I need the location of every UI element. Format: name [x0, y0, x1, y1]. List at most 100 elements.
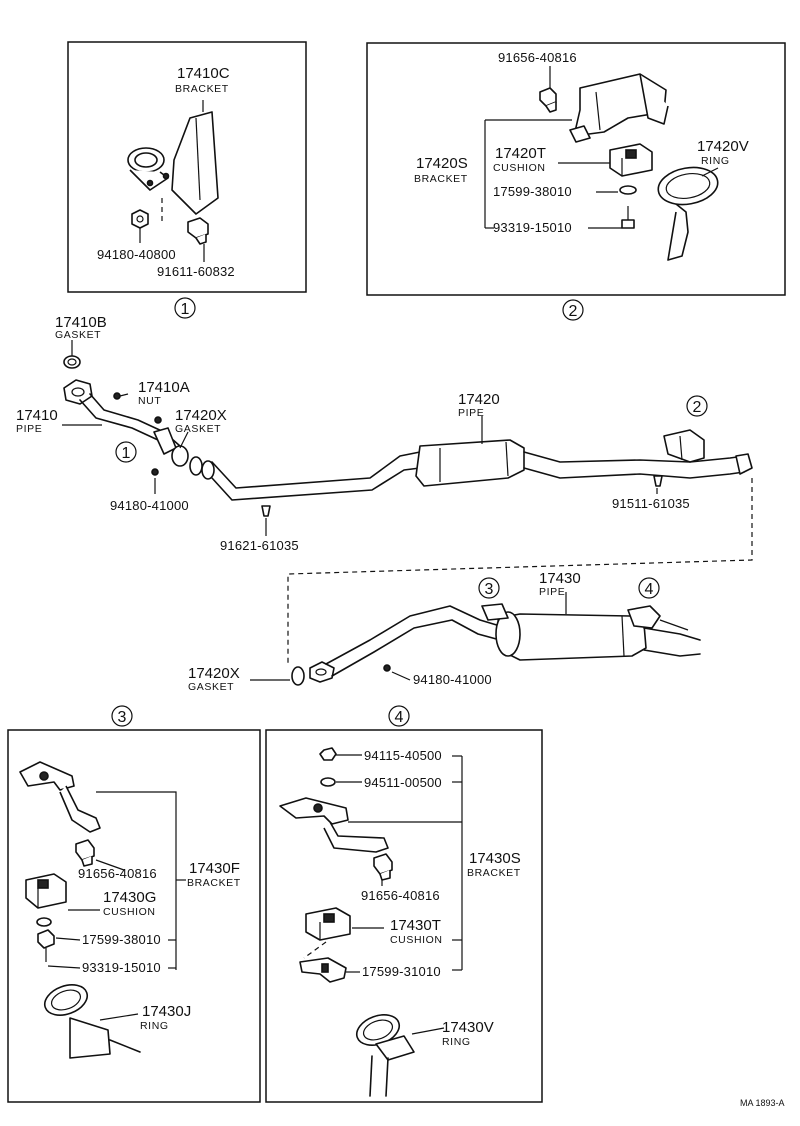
pn-91656-40816-inset3: 91656-40816 [78, 866, 157, 881]
cushion-17430t-drawing [305, 907, 351, 941]
cushion-17430g-drawing [25, 873, 67, 909]
ring-17430j-drawing [43, 984, 141, 1059]
pn-94115-40500: 94115-40500 [364, 748, 442, 763]
pn-94180-41000: 94180-41000 [110, 498, 189, 513]
callout-3-main-label: 3 [485, 581, 494, 598]
callout-2-top: 2 [562, 299, 584, 321]
label-gasket: GASKET [188, 681, 234, 693]
clamp-17599-31010-drawing [299, 957, 347, 983]
label-ring: RING [442, 1036, 471, 1048]
cushion-17420t-drawing [609, 143, 653, 177]
ring-17420v-drawing [657, 166, 719, 261]
callout-1-main: 1 [115, 441, 137, 463]
gasket-17420x-drawing [189, 456, 203, 476]
pn-91611-60832: 91611-60832 [157, 264, 235, 279]
label-pipe: PIPE [16, 423, 42, 435]
pn-17599-38010: 17599-38010 [493, 184, 572, 199]
reference-code: MA 1893-A [740, 1098, 785, 1108]
label-ring: RING [140, 1020, 169, 1032]
pn-17430f: 17430F [189, 860, 240, 877]
pn-94180-40800: 94180-40800 [97, 247, 176, 262]
label-cushion: CUSHION [493, 162, 546, 174]
bracket-17410c-drawing [127, 111, 219, 215]
nut-94115-40500-drawing [319, 747, 337, 761]
gasket-17410b-drawing [63, 355, 81, 369]
pn-17430v: 17430V [442, 1019, 494, 1036]
label-bracket: BRACKET [187, 877, 241, 889]
pn-17430: 17430 [539, 570, 581, 587]
label-cushion: CUSHION [390, 934, 443, 946]
label-nut: NUT [138, 395, 161, 407]
callout-2-main: 2 [686, 395, 708, 417]
gasket-17420x-rear-drawing [291, 666, 305, 686]
label-bracket: BRACKET [467, 867, 521, 879]
pipe-17410-drawing [63, 379, 189, 467]
callout-4-main-label: 4 [645, 581, 654, 598]
pn-17420x-rear: 17420X [188, 665, 240, 682]
pn-17430t: 17430T [390, 917, 441, 934]
nut-94180-40800-drawing [131, 209, 149, 229]
pn-94180-41000-rear: 94180-41000 [413, 672, 492, 687]
callout-3-inset: 3 [111, 705, 133, 727]
label-gasket: GASKET [175, 423, 221, 435]
callout-2-label: 2 [569, 303, 578, 320]
pn-17599-31010: 17599-31010 [362, 964, 441, 979]
bracket-17430f-drawing [19, 761, 101, 833]
bolt-91611-60832-drawing [187, 217, 209, 245]
label-gasket: GASKET [55, 329, 101, 341]
callout-3-inset-label: 3 [118, 709, 127, 726]
main-assembly: 1 2 17410B GASKET 17410A NUT 17410 PIPE … [16, 314, 753, 693]
connection-dashed-line [287, 478, 753, 664]
pn-91656-40816-inset4: 91656-40816 [361, 888, 440, 903]
pn-17420v: 17420V [697, 138, 749, 155]
pipe-17420-drawing [201, 429, 753, 501]
pn-17410c: 17410C [177, 65, 230, 82]
pn-91621-61035: 91621-61035 [220, 538, 299, 553]
pn-17599-38010-inset3: 17599-38010 [82, 932, 161, 947]
inset-4: 94115-40500 94511-00500 91656-40816 1743… [265, 729, 543, 1103]
callout-4-main: 4 [638, 577, 660, 599]
callout-1-label: 1 [181, 301, 190, 318]
pn-91511-61035: 91511-61035 [612, 496, 690, 511]
pn-91656-40816: 91656-40816 [498, 50, 577, 65]
callout-4-inset: 4 [388, 705, 410, 727]
bolt-91656-40816-drawing [539, 87, 557, 113]
callout-1-main-label: 1 [122, 445, 131, 462]
washer-94511-00500-drawing [320, 777, 336, 787]
pn-17430s: 17430S [469, 850, 521, 867]
bracket-17420s-drawing [569, 73, 669, 143]
pn-17420: 17420 [458, 391, 500, 408]
inset-3: 91656-40816 17430F BRACKET 17430G CUSHIO… [7, 729, 261, 1103]
washer-17599-38010-drawing [619, 185, 637, 195]
bracket-17430s-drawing [279, 797, 389, 853]
label-bracket: BRACKET [175, 83, 229, 95]
callout-4-inset-label: 4 [395, 709, 404, 726]
callout-1-top: 1 [174, 297, 196, 319]
pn-94511-00500: 94511-00500 [364, 775, 442, 790]
label-bracket: BRACKET [414, 173, 468, 185]
label-pipe: PIPE [539, 586, 565, 598]
callout-2-main-label: 2 [693, 399, 702, 416]
pn-93319-15010: 93319-15010 [493, 220, 572, 235]
pn-17410a: 17410A [138, 379, 190, 396]
pn-17420x: 17420X [175, 407, 227, 424]
label-ring: RING [701, 155, 730, 167]
washer-17599-38010-inset3-drawing [36, 917, 52, 927]
bolt-93319-15010-drawing [621, 206, 635, 229]
bolt-91656-40816-inset4-drawing [373, 853, 393, 881]
pn-93319-15010-inset3: 93319-15010 [82, 960, 161, 975]
label-cushion: CUSHION [103, 906, 156, 918]
inset-2-frame [366, 42, 786, 296]
pn-17420s: 17420S [416, 155, 468, 172]
label-pipe: PIPE [458, 407, 484, 419]
callout-3-main: 3 [478, 577, 500, 599]
inset-1-frame [67, 41, 307, 293]
inset-1: 17410C BRACKET 94180-40800 91611-60832 [67, 41, 307, 293]
bolt-93319-15010-inset3-drawing [37, 929, 55, 962]
bolt-91656-40816-inset3-drawing [75, 839, 95, 867]
pn-17420t: 17420T [495, 145, 546, 162]
pn-17430j: 17430J [142, 1003, 191, 1020]
pn-17410b: 17410B [55, 314, 107, 331]
pipe-17430-drawing [291, 603, 701, 686]
